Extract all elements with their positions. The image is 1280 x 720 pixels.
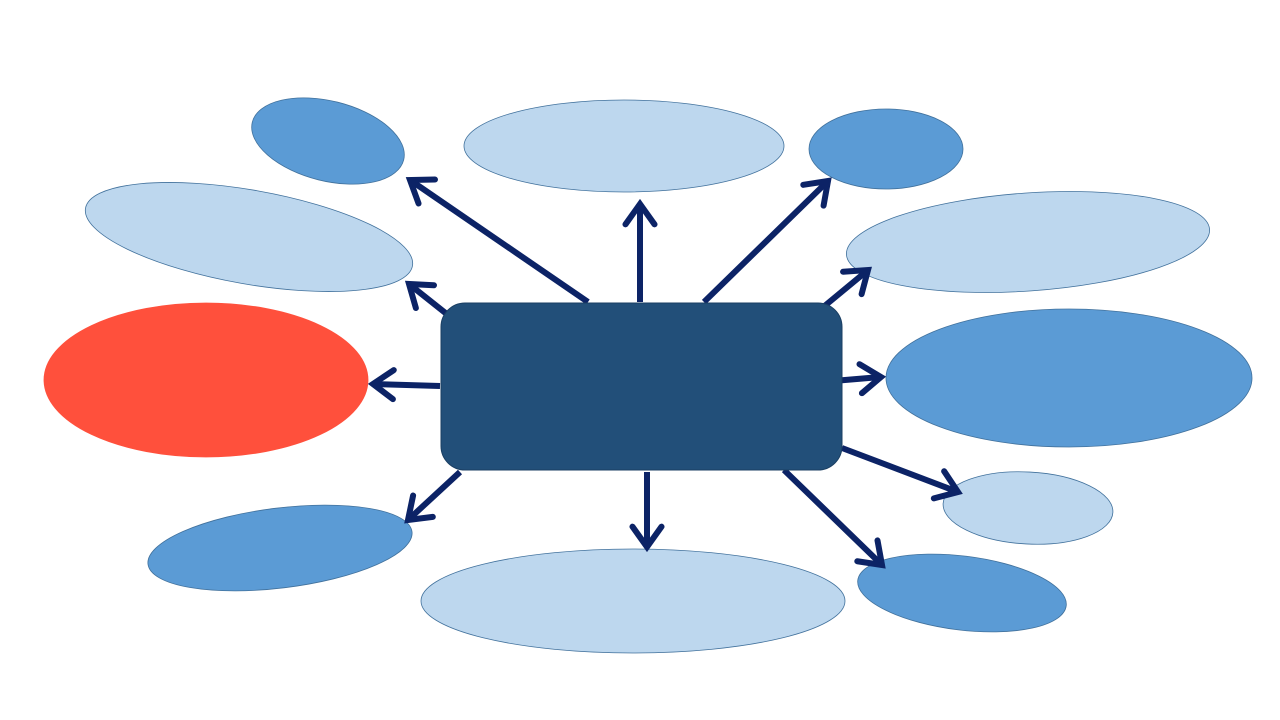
arrow-to-top-right-small (701, 177, 832, 305)
bubble-shape (808, 108, 964, 190)
bubble-bottom-left (147, 504, 413, 592)
arrow-head (856, 361, 887, 397)
bubble-shape (942, 471, 1114, 545)
bubble-upper-left (84, 182, 414, 292)
bubble-upper-right (846, 191, 1210, 293)
bubbles-layer (43, 97, 1253, 654)
arrow-head (800, 177, 832, 209)
bubble-shape (147, 504, 413, 592)
central-box (440, 302, 843, 471)
arrow-shaft (408, 282, 450, 318)
arrow-head (854, 537, 886, 569)
bubble-shape (420, 548, 846, 654)
bubble-top-right-small (808, 108, 964, 190)
arrow-head (404, 492, 436, 524)
arrow-to-left-highlight (367, 367, 441, 403)
arrow-shaft (701, 180, 829, 305)
arrow-shaft (407, 469, 463, 521)
bubble-bottom-right (857, 553, 1067, 633)
arrow-shaft (409, 178, 590, 305)
bubble-shape (251, 97, 405, 185)
central-box-shape (440, 302, 843, 471)
bubble-shape (885, 308, 1253, 448)
arrow-to-bottom-left (404, 469, 463, 524)
arrow-to-top-left-small (405, 176, 590, 305)
arrow-head (404, 280, 437, 312)
bubble-top-center (463, 99, 785, 193)
arrow-to-upper-left (404, 280, 450, 318)
arrow-head (367, 367, 397, 403)
bubble-shape (463, 99, 785, 193)
arrow-head (930, 468, 963, 502)
arrow-shaft (374, 381, 441, 389)
arrow-to-bottom-right (781, 467, 886, 569)
bubble-bottom-center (420, 548, 846, 654)
arrow-to-lower-right-small (840, 445, 963, 502)
arrow-head (405, 176, 438, 207)
arrow-to-bottom-center (629, 472, 665, 553)
arrow-shaft (781, 467, 883, 566)
bubble-shape (846, 191, 1210, 293)
bubble-top-left-small (251, 97, 405, 185)
center-layer (440, 302, 843, 471)
arrow-head (840, 266, 872, 298)
bubble-shape (43, 302, 369, 458)
arrow-to-top-center (622, 198, 658, 302)
arrow-shaft (840, 445, 958, 495)
bubble-lower-right-small (942, 471, 1114, 545)
arrow-head (629, 523, 665, 553)
arrow-head (622, 198, 658, 228)
bubble-right-large (885, 308, 1253, 448)
bubble-left-highlight (43, 302, 369, 458)
arrows-layer (367, 176, 963, 569)
bubble-shape (857, 553, 1067, 633)
bubble-shape (84, 182, 414, 292)
